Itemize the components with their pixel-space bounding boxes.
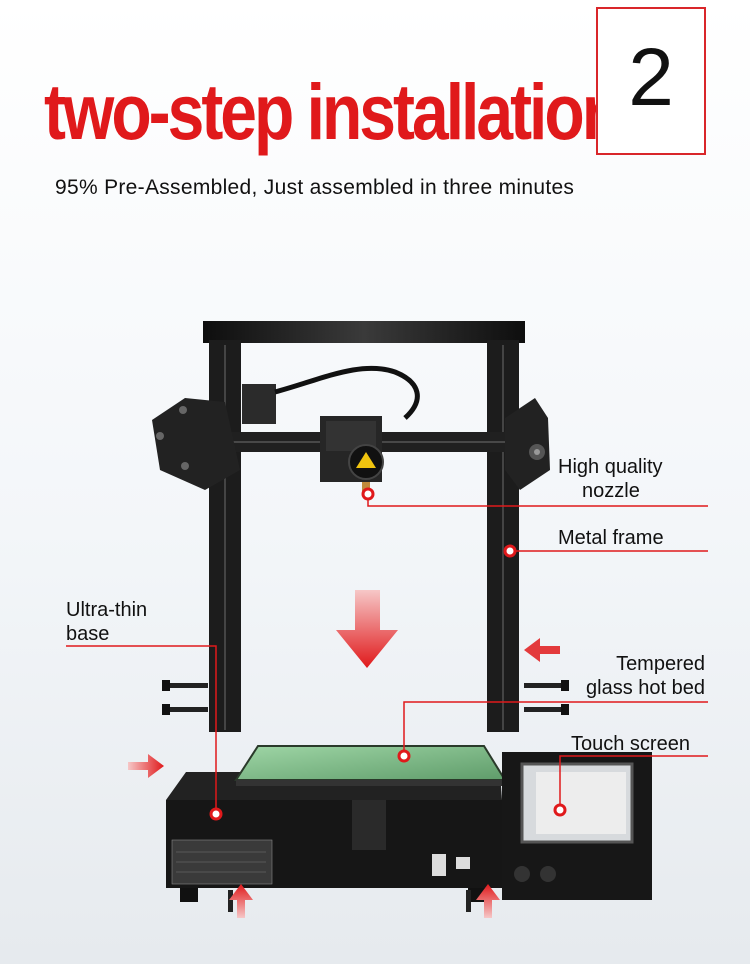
label-nozzle: High quality nozzle (558, 455, 663, 503)
callout-dot-metal-frame (503, 544, 517, 558)
down-arrow-icon (336, 590, 398, 668)
label-nozzle-line2: nozzle (582, 480, 640, 502)
callout-dot-base (209, 807, 223, 821)
screws-right (524, 680, 569, 715)
label-metal-frame: Metal frame (558, 527, 664, 549)
label-hot-bed: Tempered glass hot bed (586, 652, 705, 700)
left-motor-bracket (152, 398, 240, 490)
left-arrow-icon (524, 638, 560, 662)
callout-hot-bed (403, 701, 708, 756)
callout-touch-screen (559, 755, 708, 810)
headline: two-step installation (44, 67, 622, 156)
step-number: 2 (628, 32, 674, 123)
callout-base (66, 645, 217, 814)
callout-dot-touch-screen (553, 803, 567, 817)
label-base: Ultra-thin base (66, 598, 147, 646)
glass-hot-bed (234, 745, 507, 781)
label-base-line2: base (66, 623, 110, 645)
label-touch-screen: Touch screen (571, 733, 690, 755)
screws-bottom (228, 890, 471, 912)
subtitle: 95% Pre-Assembled, Just assembled in thr… (55, 176, 575, 199)
step-badge: 2 (596, 7, 706, 155)
right-idler-bracket (505, 398, 550, 490)
label-hot-bed-line2: glass hot bed (586, 677, 705, 699)
top-crossbar (203, 321, 525, 343)
callout-dot-nozzle (361, 487, 375, 501)
right-arrow-icon (128, 754, 164, 778)
screws-left (162, 680, 208, 715)
label-hot-bed-line1: Tempered (616, 653, 705, 675)
callout-dot-hot-bed (397, 749, 411, 763)
up-arrow-icon (476, 884, 500, 918)
label-base-line1: Ultra-thin (66, 599, 148, 621)
label-nozzle-line1: High quality (558, 456, 663, 478)
up-arrow-icon (229, 884, 253, 918)
